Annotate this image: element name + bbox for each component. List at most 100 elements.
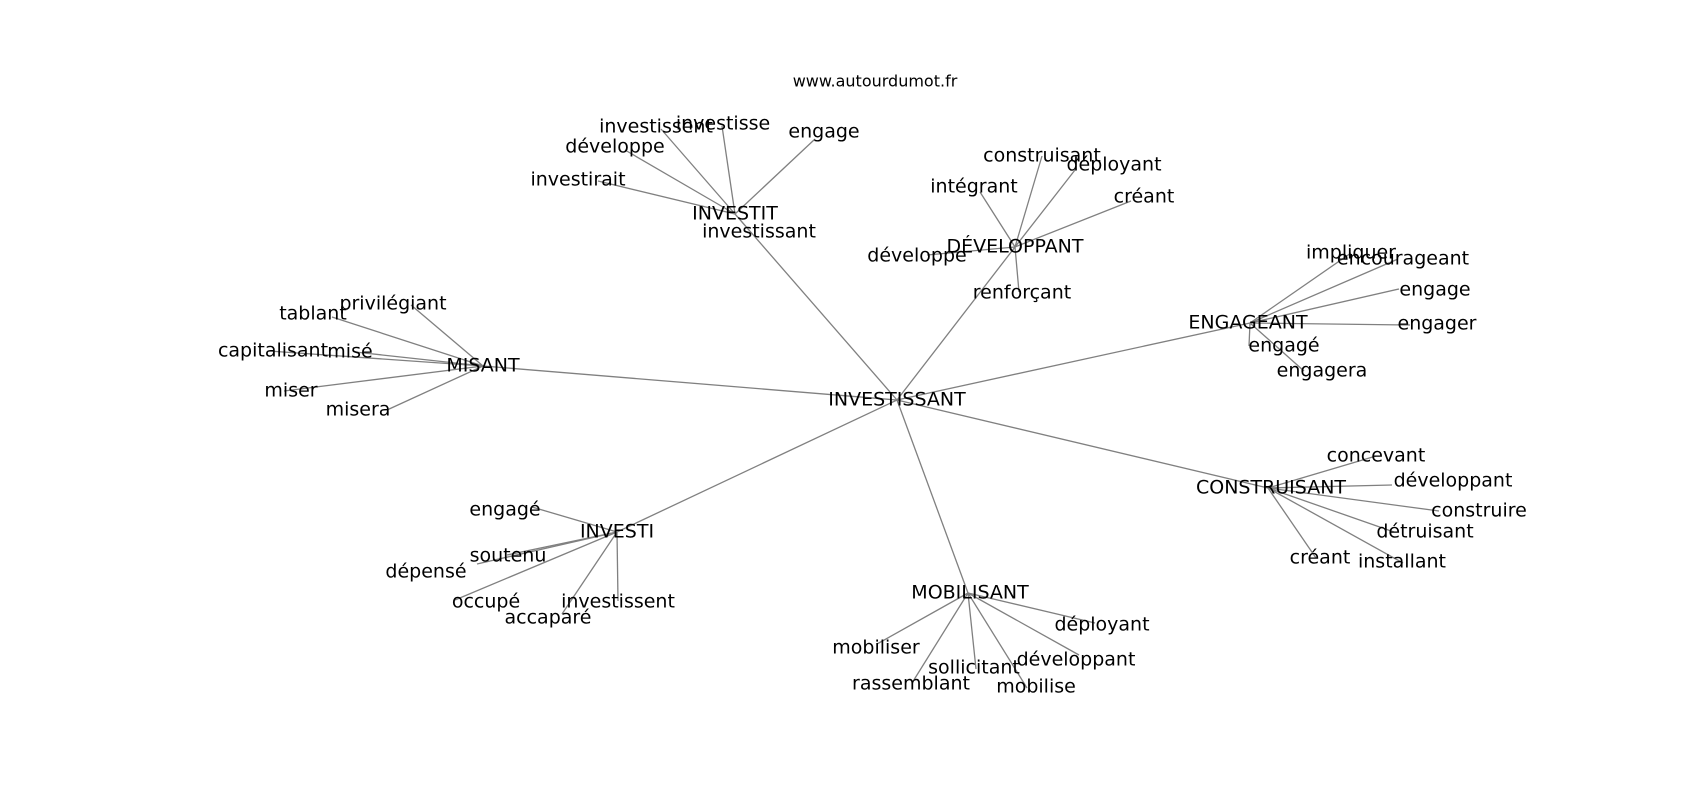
edge-hub-to-word — [624, 149, 736, 215]
word-node[interactable]: investirait — [530, 169, 625, 191]
word-node[interactable]: occupé — [452, 591, 520, 613]
word-node[interactable]: engagé — [469, 499, 540, 521]
word-node[interactable]: créant — [1114, 186, 1175, 208]
edge-hub-to-word — [268, 350, 484, 367]
word-node[interactable]: créant — [1290, 547, 1351, 569]
edge-hub-to-word — [1249, 322, 1411, 326]
word-node[interactable]: engagé — [1248, 335, 1319, 357]
edge-hub-to-word — [386, 365, 484, 411]
word-node[interactable]: mobilise — [996, 676, 1076, 698]
word-node[interactable]: développant — [1017, 649, 1136, 671]
edges-layer — [268, 125, 1440, 689]
word-node[interactable]: misera — [326, 399, 391, 421]
edge-hub-to-word — [1014, 169, 1076, 248]
edge-hub-to-word — [1267, 487, 1404, 564]
word-node[interactable]: développant — [1394, 470, 1513, 492]
edge-hub-to-word — [967, 592, 1080, 656]
edge-center-to-hub — [896, 246, 1016, 401]
edge-hub-to-word — [1249, 258, 1399, 324]
edge-hub-to-word — [1248, 322, 1251, 347]
edge-hub-to-word — [1267, 487, 1317, 559]
edge-hub-to-word — [410, 304, 484, 367]
edge-hub-to-word — [283, 365, 484, 392]
edge-hub-to-word — [734, 213, 750, 231]
word-node[interactable]: impliquer — [1306, 242, 1396, 264]
word-node[interactable]: intégrant — [930, 176, 1017, 198]
word-node[interactable]: soutenu — [470, 545, 547, 567]
edge-hub-to-word — [1249, 322, 1305, 372]
word-node[interactable]: déployant — [1054, 614, 1149, 636]
edge-center-to-hub — [734, 213, 898, 401]
word-node[interactable]: engager — [1398, 313, 1477, 335]
edge-hub-to-word — [911, 592, 969, 684]
edge-hub-to-word — [616, 531, 619, 602]
edge-hub-to-word — [354, 351, 484, 367]
hub-node[interactable]: CONSTRUISANT — [1196, 477, 1346, 499]
edge-hub-to-word — [1014, 155, 1043, 248]
edge-center-to-hub — [896, 322, 1251, 401]
edge-hub-to-word — [561, 531, 618, 615]
edge-hub-to-word — [1267, 455, 1377, 489]
word-node[interactable]: construire — [1431, 500, 1527, 522]
edge-hub-to-word — [1249, 252, 1352, 324]
word-node[interactable]: engagera — [1277, 360, 1368, 382]
word-node[interactable]: investissant — [702, 221, 816, 243]
edge-hub-to-word — [967, 592, 977, 670]
edge-hub-to-word — [967, 592, 1096, 624]
hub-node[interactable]: MOBILISANT — [911, 582, 1029, 604]
edge-hub-to-word — [1267, 484, 1393, 489]
word-node[interactable]: déployant — [1066, 154, 1161, 176]
edge-hub-to-word — [476, 531, 618, 565]
labels-layer: investissantinvestisseinvestissentdévelo… — [218, 113, 1527, 698]
edge-hub-to-word — [1249, 288, 1400, 324]
edge-hub-to-word — [1014, 246, 1020, 293]
word-node[interactable]: investissent — [561, 591, 675, 613]
edge-hub-to-word — [331, 316, 484, 367]
word-node[interactable]: accaparé — [505, 607, 592, 629]
edge-hub-to-word — [721, 125, 736, 215]
word-node[interactable]: construisant — [983, 145, 1101, 167]
word-node[interactable]: tablant — [279, 303, 347, 325]
word-node[interactable]: détruisant — [1376, 521, 1473, 543]
word-node[interactable]: dépensé — [385, 561, 466, 583]
edge-hub-to-word — [979, 191, 1016, 248]
edge-hub-to-word — [1267, 487, 1395, 533]
word-node[interactable]: installant — [1358, 551, 1446, 573]
word-node[interactable]: engage — [788, 121, 859, 143]
edge-hub-to-word — [734, 138, 816, 215]
word-node[interactable]: mobiliser — [832, 637, 920, 659]
word-node[interactable]: concevant — [1327, 445, 1426, 467]
word-node[interactable]: renforçant — [973, 282, 1071, 304]
edge-hub-to-word — [926, 246, 1016, 256]
word-node[interactable]: développe — [867, 245, 966, 267]
edge-center-to-hub — [896, 399, 969, 594]
word-node[interactable]: misé — [327, 341, 372, 363]
word-node[interactable]: engage — [1399, 279, 1470, 301]
center-node[interactable]: INVESTISSANT — [828, 389, 966, 411]
hub-node[interactable]: MISANT — [446, 355, 520, 377]
hub-node[interactable]: ENGAGEANT — [1188, 312, 1308, 334]
word-node[interactable]: développe — [565, 136, 664, 158]
word-node[interactable]: encourageant — [1337, 248, 1469, 270]
edge-hub-to-word — [454, 531, 618, 601]
word-node[interactable]: sollicitant — [928, 657, 1020, 679]
edge-center-to-hub — [482, 365, 898, 401]
edge-hub-to-word — [597, 180, 736, 215]
word-node[interactable]: privilégiant — [339, 293, 446, 315]
hub-node[interactable]: INVESTI — [580, 521, 654, 543]
word-node[interactable]: investisse — [676, 113, 770, 135]
edge-hub-to-word — [1267, 487, 1440, 512]
word-node[interactable]: investissent — [599, 116, 713, 138]
edge-hub-to-word — [876, 592, 969, 645]
edge-center-to-hub — [616, 399, 898, 533]
word-node[interactable]: miser — [264, 380, 317, 402]
edge-center-to-hub — [896, 399, 1269, 489]
edge-hub-to-word — [967, 592, 1028, 689]
word-node[interactable]: capitalisant — [218, 340, 328, 362]
word-node[interactable]: rassemblant — [852, 673, 970, 695]
hub-node[interactable]: DÉVELOPPANT — [946, 235, 1083, 258]
site-url[interactable]: www.autourdumot.fr — [793, 72, 958, 91]
hub-node[interactable]: INVESTIT — [692, 203, 778, 225]
edge-hub-to-word — [660, 128, 736, 215]
